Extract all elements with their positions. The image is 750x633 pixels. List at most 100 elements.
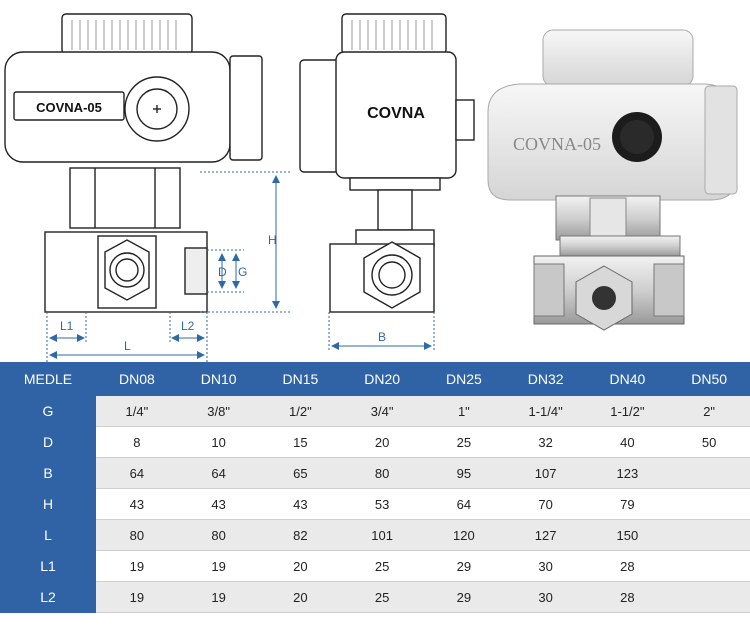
table-cell: 101 <box>341 519 423 551</box>
table-cell: 1/2" <box>259 396 342 427</box>
side-view-drawing <box>299 13 475 313</box>
table-cell <box>668 519 750 551</box>
table-cell: 19 <box>177 550 260 582</box>
table-cell: 8 <box>96 426 178 458</box>
photo-model-label: COVNA-05 <box>513 134 601 154</box>
row-label-l: L <box>0 519 96 551</box>
photo-actuator-cap <box>542 29 694 87</box>
header-size-dn50: DN50 <box>668 362 750 396</box>
table-cell: 30 <box>504 581 587 613</box>
table-cell <box>668 581 750 613</box>
table-cell: 10 <box>177 426 260 458</box>
table-cell: 19 <box>96 581 178 613</box>
table-cell: 64 <box>423 488 505 520</box>
table-cell: 82 <box>259 519 342 551</box>
table-cell: 1-1/4" <box>504 396 587 427</box>
dim-label-h: H <box>268 233 277 247</box>
row-label-b: B <box>0 457 96 489</box>
dim-label-g: G <box>238 265 247 279</box>
front-view-drawing: COVNA-05 <box>4 13 263 313</box>
row-label-h: H <box>0 488 96 520</box>
row-label-d: D <box>0 426 96 458</box>
table-cell: 64 <box>177 457 260 489</box>
table-cell <box>668 550 750 582</box>
table-cell: 25 <box>341 581 423 613</box>
table-cell: 20 <box>259 550 342 582</box>
table-cell: 43 <box>177 488 260 520</box>
table-cell: 1/4" <box>96 396 178 427</box>
dim-label-l1: L1 <box>60 319 74 333</box>
row-label-l2: L2 <box>0 581 96 613</box>
table-cell: 50 <box>668 426 750 458</box>
dim-label-b: B <box>378 330 386 344</box>
front-actuator-cap <box>61 13 193 55</box>
table-cell: 19 <box>96 550 178 582</box>
table-cell: 3/8" <box>177 396 260 427</box>
table-cell: 19 <box>177 581 260 613</box>
table-cell: 80 <box>96 519 178 551</box>
row-label-g: G <box>0 396 96 427</box>
front-bracket <box>69 167 181 229</box>
table-cell: 70 <box>504 488 587 520</box>
table-cell: 150 <box>586 519 669 551</box>
table-cell: 1-1/2" <box>586 396 669 427</box>
side-stem <box>377 189 413 231</box>
table-cell: 123 <box>586 457 669 489</box>
table-cell: 40 <box>586 426 669 458</box>
table-cell: 30 <box>504 550 587 582</box>
header-size-dn20: DN20 <box>341 362 423 396</box>
side-dimensions <box>328 312 435 352</box>
header-size-dn32: DN32 <box>504 362 587 396</box>
header-size-dn25: DN25 <box>423 362 505 396</box>
product-figure: COVNA-05 <box>4 13 738 362</box>
header-size-dn15: DN15 <box>259 362 342 396</box>
side-brand-label: COVNA <box>367 105 425 122</box>
table-cell: 29 <box>423 550 505 582</box>
side-actuator-cap <box>341 13 447 55</box>
row-label-l1: L1 <box>0 550 96 582</box>
table-cell: 25 <box>341 550 423 582</box>
header-size-dn40: DN40 <box>586 362 669 396</box>
header-model-label: MEDLE <box>0 362 96 396</box>
table-cell: 80 <box>341 457 423 489</box>
header-size-dn10: DN10 <box>177 362 260 396</box>
table-cell: 127 <box>504 519 587 551</box>
front-model-label: COVNA-05 <box>36 100 102 115</box>
table-cell: 28 <box>586 550 669 582</box>
table-cell: 120 <box>423 519 505 551</box>
table-cell: 43 <box>259 488 342 520</box>
dim-label-d: D <box>218 265 227 279</box>
table-cell: 28 <box>586 581 669 613</box>
table-cell: 95 <box>423 457 505 489</box>
table-cell: 79 <box>586 488 669 520</box>
table-cell: 15 <box>259 426 342 458</box>
table-cell: 53 <box>341 488 423 520</box>
table-cell: 2" <box>668 396 750 427</box>
table-cell: 32 <box>504 426 587 458</box>
dim-label-l2: L2 <box>181 319 195 333</box>
table-cell: 43 <box>96 488 178 520</box>
table-cell: 64 <box>96 457 178 489</box>
table-cell: 3/4" <box>341 396 423 427</box>
table-cell: 20 <box>259 581 342 613</box>
table-cell: 25 <box>423 426 505 458</box>
table-cell: 20 <box>341 426 423 458</box>
table-cell: 107 <box>504 457 587 489</box>
table-cell: 29 <box>423 581 505 613</box>
table-cell: 80 <box>177 519 260 551</box>
table-cell: 65 <box>259 457 342 489</box>
table-cell <box>668 457 750 489</box>
dim-label-l: L <box>124 339 131 353</box>
header-size-dn08: DN08 <box>96 362 178 396</box>
